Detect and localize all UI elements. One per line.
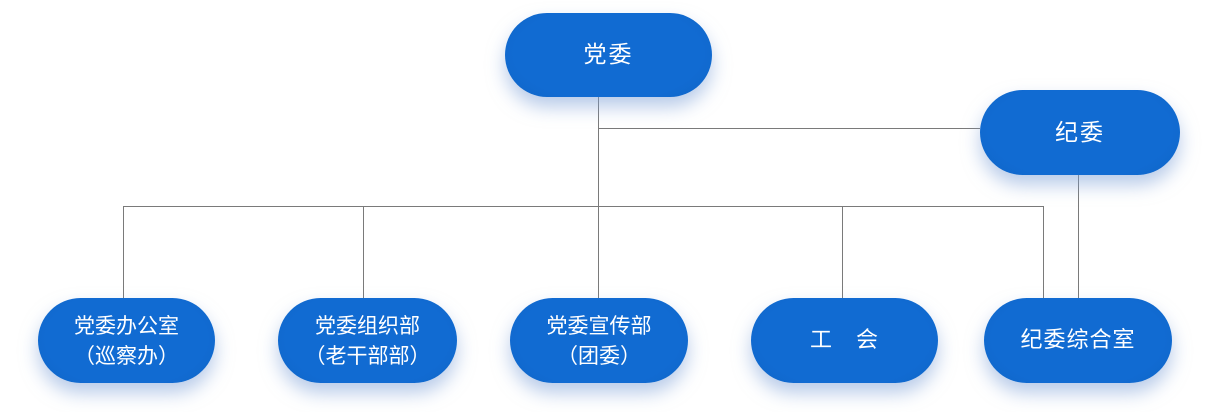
org-node-xuanchuanbu: 党委宣传部 （团委） — [510, 298, 688, 383]
connector-drop-gonghui — [842, 206, 843, 298]
connector-drop-bangongshi — [123, 206, 124, 298]
connector-bus — [123, 206, 1043, 207]
org-node-gonghui-label: 工 会 — [809, 327, 879, 353]
connector-jiwei-zongheshi — [1078, 175, 1079, 298]
org-node-dangwei: 党委 — [505, 13, 712, 97]
connector-drop-zongheshi — [1043, 206, 1044, 298]
connector-drop-zuzhibu — [363, 206, 364, 298]
org-node-dangwei-label: 党委 — [583, 42, 634, 68]
connector-dangwei-vertical — [598, 97, 599, 298]
org-node-bangongshi-line2: （巡察办） — [74, 343, 179, 368]
org-node-zuzhibu: 党委组织部 （老干部部） — [278, 298, 457, 383]
org-node-zuzhibu-line2: （老干部部） — [304, 343, 431, 368]
org-node-xuanchuanbu-line2: （团委） — [557, 343, 641, 368]
org-node-zuzhibu-line1: 党委组织部 — [315, 313, 420, 338]
org-node-bangongshi-line1: 党委办公室 — [74, 313, 179, 338]
org-node-bangongshi: 党委办公室 （巡察办） — [38, 298, 215, 383]
org-node-xuanchuanbu-line1: 党委宣传部 — [546, 313, 652, 338]
org-node-jiwei: 纪委 — [980, 90, 1180, 175]
org-node-gonghui: 工 会 — [751, 298, 938, 383]
connector-dangwei-jiwei — [598, 128, 980, 129]
org-node-jiwei-label: 纪委 — [1055, 119, 1105, 145]
org-node-zongheshi-label: 纪委综合室 — [1020, 327, 1136, 353]
org-node-zongheshi: 纪委综合室 — [984, 298, 1172, 383]
